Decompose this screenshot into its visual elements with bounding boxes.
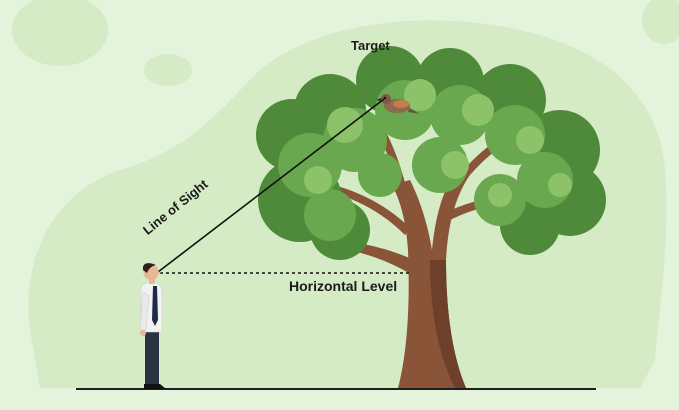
tree-canopy (256, 46, 606, 260)
horizontal-level-label: Horizontal Level (289, 278, 398, 294)
decor-blob (144, 54, 192, 86)
decor-blob (642, 0, 679, 44)
decor-blob (12, 0, 108, 66)
bird-target (376, 94, 420, 114)
target-label: Target (351, 38, 390, 53)
line-of-sight (157, 98, 385, 273)
observer-person (139, 263, 166, 389)
